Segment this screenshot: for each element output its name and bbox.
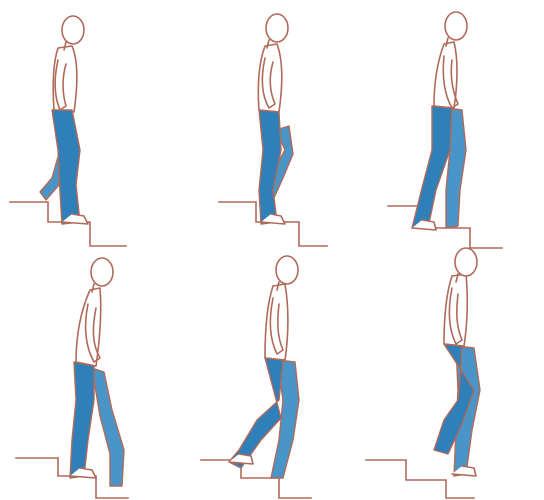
front-leg [259, 110, 281, 224]
panel-p5 [181, 250, 362, 500]
panel-p1 [0, 0, 181, 250]
torso [444, 274, 467, 346]
figure-p4 [0, 250, 181, 500]
figure-p3 [362, 0, 543, 250]
head [91, 258, 113, 286]
torso [434, 42, 457, 108]
head [455, 248, 477, 276]
torso [265, 284, 288, 360]
panel-p3 [362, 0, 543, 250]
torso [76, 288, 101, 366]
back-leg [92, 368, 124, 486]
head [276, 256, 298, 284]
figure-p5 [181, 250, 362, 500]
panel-p2 [181, 0, 362, 250]
stair-step [201, 460, 311, 498]
panel-p4 [0, 250, 181, 500]
figure-p1 [0, 0, 181, 250]
head [445, 12, 467, 40]
head [62, 16, 84, 44]
front-leg [70, 362, 94, 478]
panel-p6 [362, 250, 543, 500]
head [266, 14, 288, 42]
figure-p6 [362, 250, 543, 500]
stair-step [388, 206, 502, 248]
front-leg [229, 358, 283, 468]
figure-p2 [181, 0, 362, 250]
